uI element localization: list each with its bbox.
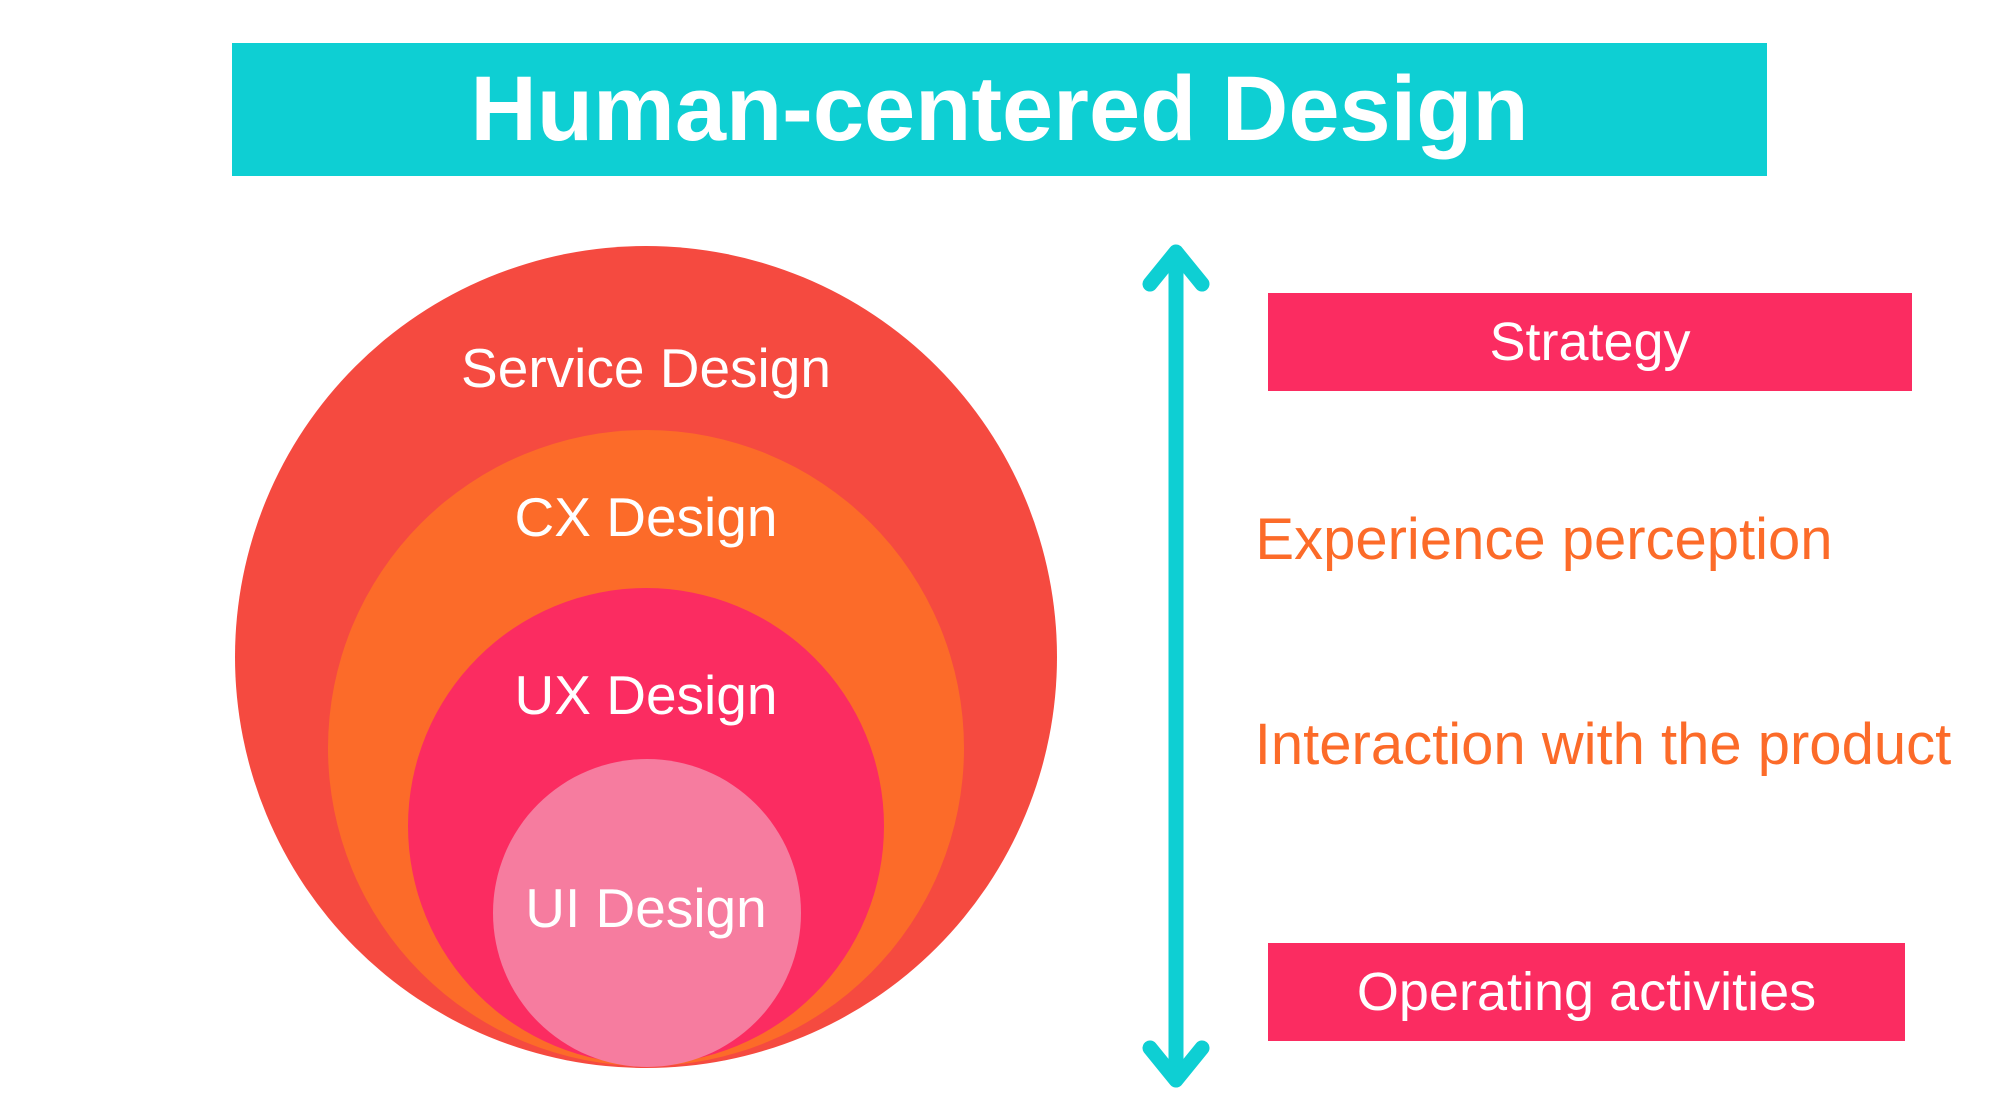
title-banner: Human-centered Design — [232, 43, 1767, 176]
label-ui-design: UI Design — [525, 877, 767, 939]
circle-ui-design — [493, 759, 801, 1067]
label-cx-design: CX Design — [514, 486, 778, 548]
operating-activities-label: Operating activities — [1356, 962, 1817, 1022]
strategy-label: Strategy — [1489, 312, 1691, 372]
operating-activities-badge: Operating activities — [1268, 943, 1905, 1041]
page-title: Human-centered Design — [470, 58, 1529, 160]
experience-perception-label: Experience perception — [1255, 507, 1833, 572]
label-service-design: Service Design — [461, 337, 831, 399]
strategy-badge: Strategy — [1268, 293, 1912, 391]
label-ux-design: UX Design — [514, 664, 778, 726]
interaction-with-product-label: Interaction with the product — [1254, 712, 1952, 777]
